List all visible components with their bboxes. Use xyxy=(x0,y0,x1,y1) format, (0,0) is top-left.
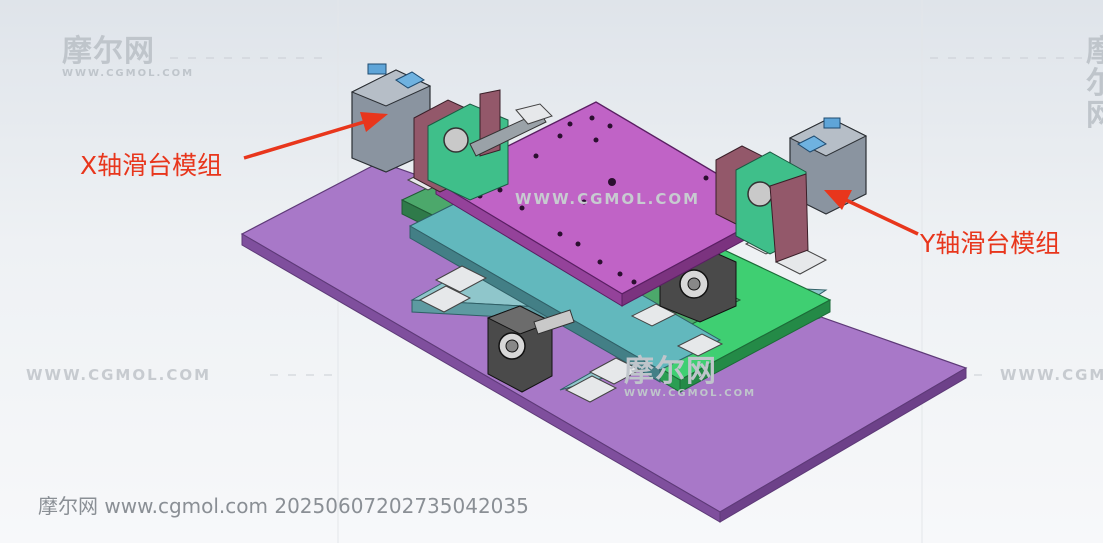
watermark-logo-cn: 摩尔网 xyxy=(62,34,155,69)
watermark-logo: 摩尔网 xyxy=(1086,36,1103,132)
x-callout-arrowhead xyxy=(360,112,388,132)
x-axis-servo-motor xyxy=(350,63,553,201)
x-axis-module-label: X轴滑台模组 xyxy=(80,151,223,180)
y-axis-module-label: Y轴滑台模组 xyxy=(920,229,1061,258)
y-callout-arrow xyxy=(845,198,919,236)
footer-url: www.cgmol.com xyxy=(104,494,268,518)
watermark-url: WWW.CGMOL.COM xyxy=(515,190,701,208)
bearing-support-front xyxy=(486,305,575,393)
footer-site-name: 摩尔网 xyxy=(38,494,98,518)
table-mounting-holes xyxy=(471,115,751,285)
watermark-logo: 摩尔网 WWW.CGMOL.COM xyxy=(624,356,756,400)
y-callout-arrowhead xyxy=(824,190,852,210)
watermark-url: WWW.CGMOL.COM xyxy=(26,366,212,384)
watermark-logo-cn: 摩尔网 xyxy=(624,354,717,389)
callout-arrows xyxy=(243,112,919,236)
footer-credit: 摩尔网 www.cgmol.com 20250607202735042035 xyxy=(38,490,529,519)
watermark-logo-cn: 摩尔网 xyxy=(1086,34,1103,133)
watermark-url: WWW.CGMOL.COM xyxy=(1000,366,1103,384)
footer-id: 20250607202735042035 xyxy=(274,494,529,518)
x-callout-arrow xyxy=(243,120,365,160)
watermark-logo-en: WWW.CGMOL.COM xyxy=(62,68,195,79)
watermark-logo: 摩尔网 WWW.CGMOL.COM xyxy=(62,36,194,80)
watermark-logo-en: WWW.CGMOL.COM xyxy=(624,388,757,399)
